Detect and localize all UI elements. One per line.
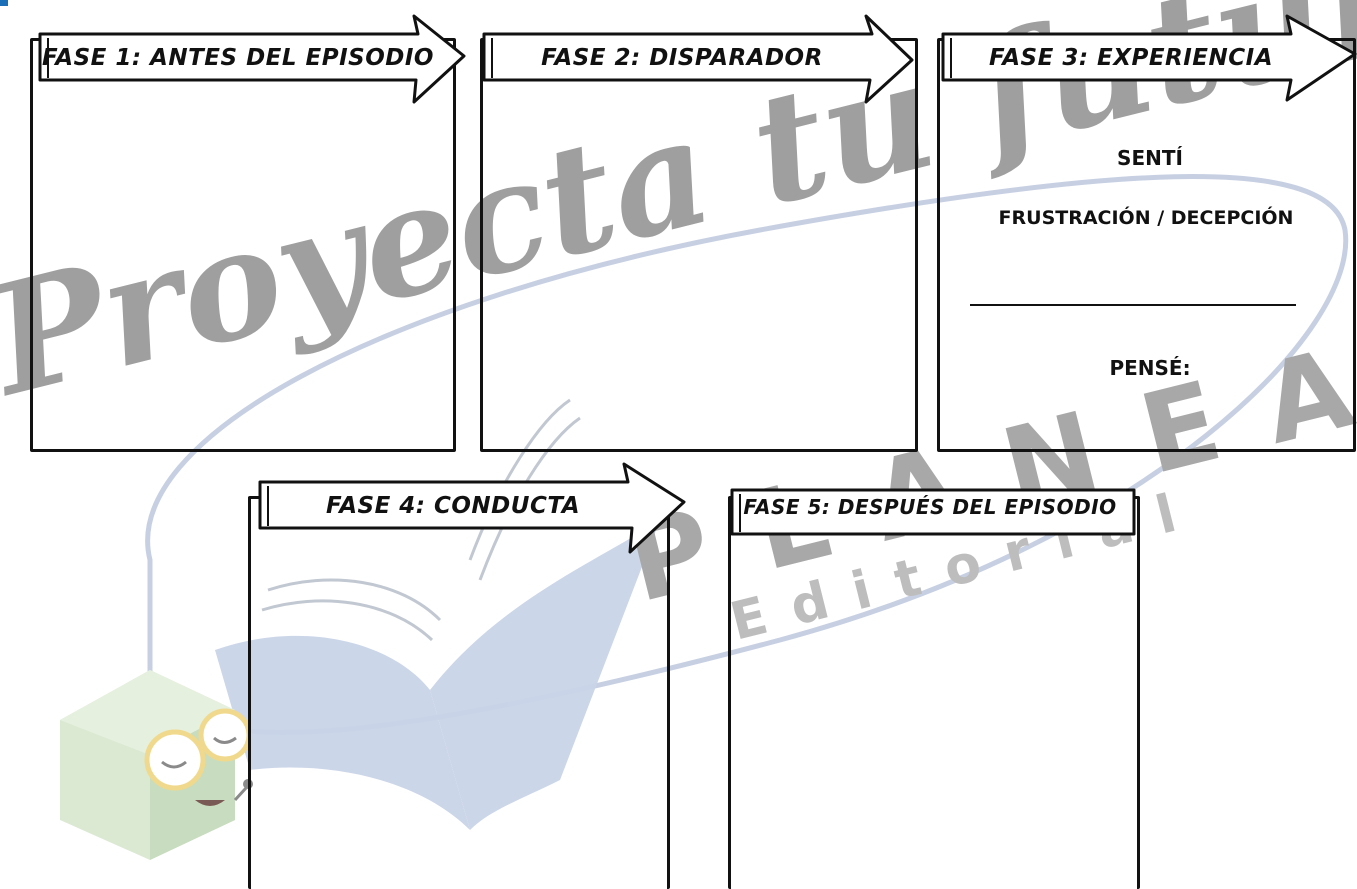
phase-4-banner: FASE 4: CONDUCTA	[258, 462, 688, 554]
phase-5-banner: FASE 5: DESPUÉS DEL EPISODIO	[730, 476, 1144, 546]
arrow-banner-icon	[38, 14, 466, 104]
phase-4-title: FASE 4: CONDUCTA	[325, 493, 581, 519]
phase-5-title: FASE 5: DESPUÉS DEL EPISODIO	[743, 495, 1117, 519]
phase-2-banner: FASE 2: DISPARADOR	[482, 14, 914, 106]
thought-label: PENSÉ:	[1109, 356, 1191, 380]
emotion-text: FRUSTRACIÓN / DECEPCIÓN	[998, 207, 1294, 229]
corner-accent	[0, 0, 8, 6]
arrow-banner-icon	[482, 14, 914, 104]
phase-5-box[interactable]	[728, 496, 1140, 889]
phase-4-box[interactable]	[248, 496, 670, 889]
phase-1-title: FASE 1: ANTES DEL EPISODIO	[42, 45, 434, 71]
felt-label: SENTÍ	[1117, 146, 1183, 170]
phase-3-banner: FASE 3: EXPERIENCIA	[941, 14, 1357, 106]
phase-3-title: FASE 3: EXPERIENCIA	[988, 45, 1274, 71]
phase-1-banner: FASE 1: ANTES DEL EPISODIO	[38, 14, 466, 106]
answer-line	[970, 304, 1296, 306]
arrow-banner-icon	[941, 14, 1357, 102]
phase-2-title: FASE 2: DISPARADOR	[541, 45, 823, 71]
